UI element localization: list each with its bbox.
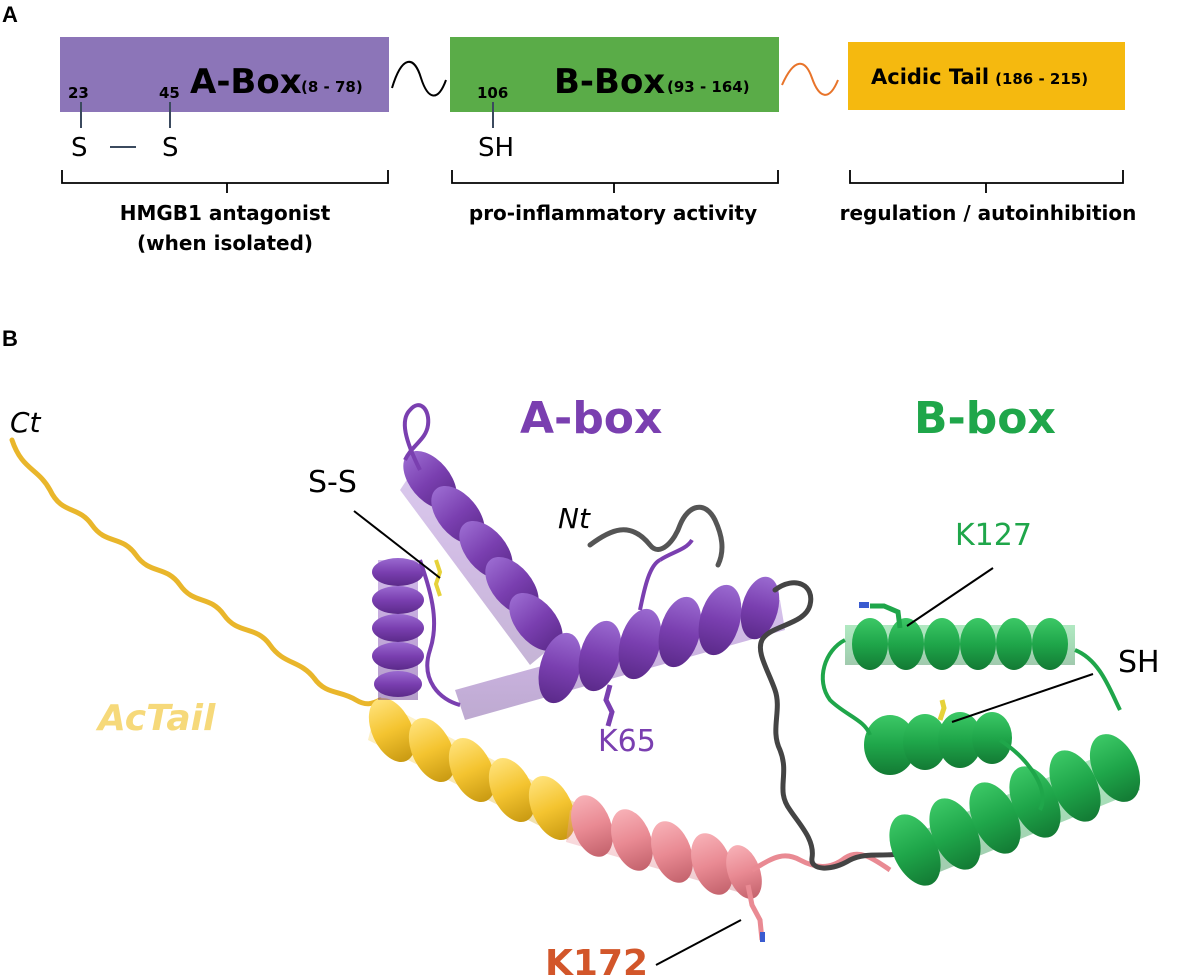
k127-pointer-line — [906, 567, 994, 627]
acidic-tail-brace — [849, 170, 1124, 193]
acidic-tail-block — [848, 42, 1125, 110]
linker-coil-a-b — [758, 580, 913, 871]
actail-label: AcTail — [95, 698, 216, 739]
b-box-range: (93 - 164) — [667, 78, 750, 96]
cys106-sidechain — [937, 699, 947, 721]
k172-pointer-line — [655, 919, 742, 966]
k65-sidechain — [603, 684, 615, 727]
k127-sidechain — [870, 603, 903, 629]
b-box-structure — [820, 618, 1141, 886]
nt-coil — [587, 505, 725, 568]
sh-label: SH — [1118, 645, 1160, 680]
k172-nitrogen — [760, 932, 765, 942]
b-box-block — [450, 37, 779, 112]
b-box-structure-label: B-box — [914, 393, 1056, 444]
ss-label: S-S — [308, 465, 357, 500]
a-box-res-23: 23 — [68, 84, 89, 102]
k172-sidechain — [745, 884, 765, 941]
b-box-sh: SH — [478, 133, 514, 163]
b-box-brace — [451, 170, 779, 193]
a-box-block — [60, 37, 389, 112]
acidic-tail-function: regulation / autoinhibition — [840, 201, 1137, 225]
a-box-function: HMGB1 antagonist — [120, 201, 331, 225]
sh-pointer-line — [951, 673, 1094, 723]
ct-label: Ct — [10, 406, 42, 439]
a-box-s1: S — [71, 133, 88, 163]
panel-b-letter: B — [2, 326, 18, 351]
actail-helix — [368, 698, 580, 840]
k127-label: K127 — [955, 518, 1032, 553]
a-box-s2: S — [162, 133, 179, 163]
acidic-tail-title: Acidic Tail(186 - 215) — [871, 65, 1088, 89]
b-box-title: B-Box — [554, 62, 665, 102]
k65-label: K65 — [598, 724, 656, 759]
b-box-function: pro-inflammatory activity — [469, 201, 757, 225]
b-box-res-106: 106 — [477, 84, 508, 102]
panel-a-letter: A — [2, 2, 18, 27]
a-box-structure — [372, 403, 785, 720]
linker-a-b — [391, 60, 447, 97]
a-box-structure-label: A-box — [520, 393, 662, 444]
k127-nitrogen — [859, 602, 869, 608]
a-box-function-sub: (when isolated) — [137, 231, 313, 255]
a-box-brace — [61, 170, 389, 193]
linker-b-tail — [781, 62, 839, 96]
nt-label: Nt — [558, 502, 591, 535]
ss-pointer-line — [353, 510, 441, 579]
acidic-tail-coil — [9, 437, 383, 707]
a-box-res-45: 45 — [159, 84, 180, 102]
k172-region-helix — [566, 795, 762, 899]
k172-label: K172 — [545, 943, 648, 979]
a-box-range: (8 - 78) — [301, 78, 363, 96]
disulfide-sidechain — [433, 559, 443, 597]
a-box-title: A-Box — [190, 62, 302, 102]
